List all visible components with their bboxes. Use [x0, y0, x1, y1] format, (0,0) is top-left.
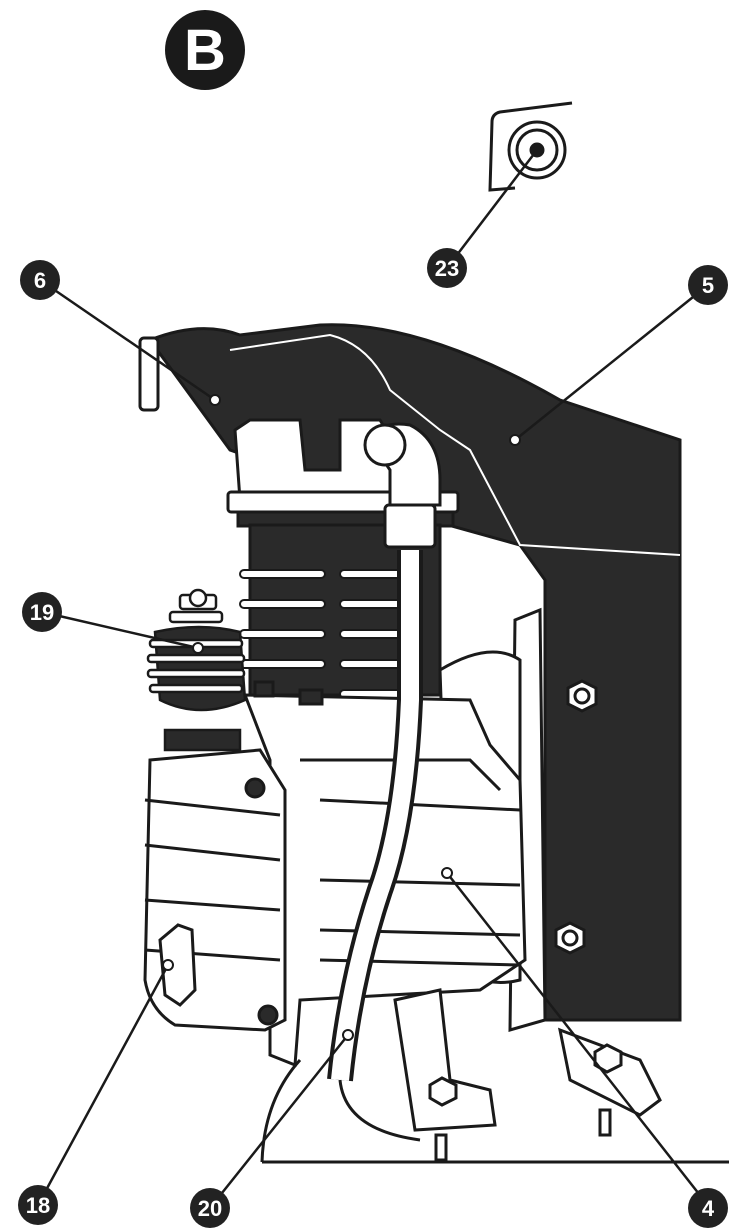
- callout-badge-23: 23: [427, 248, 467, 288]
- callout-badge-5: 5: [688, 265, 728, 305]
- svg-text:23: 23: [435, 256, 459, 281]
- figure-letter: B: [184, 18, 226, 83]
- delivery-tube: [327, 422, 442, 1142]
- figure-letter-badge: B: [165, 10, 245, 90]
- leader-dots: [162, 394, 521, 1041]
- svg-text:18: 18: [26, 1193, 50, 1218]
- leader-lines: [36, 149, 711, 1209]
- callout-badge-18: 18: [18, 1185, 58, 1225]
- callout-badge-4: 4: [688, 1188, 728, 1228]
- leader-line-18: [36, 964, 170, 1206]
- svg-text:20: 20: [198, 1196, 222, 1221]
- air-filter: [146, 588, 247, 752]
- bolt-lower: [554, 921, 586, 955]
- leader-line-6: [39, 278, 216, 402]
- svg-text:19: 19: [30, 600, 54, 625]
- pump-base-feet: [393, 988, 662, 1162]
- fitting-part-23: [488, 101, 573, 192]
- oil-drain-knob: [158, 923, 197, 1007]
- callout-badge-20: 20: [190, 1188, 230, 1228]
- callout-badge-19: 19: [22, 592, 62, 632]
- leader-line-19: [41, 610, 199, 650]
- leader-line-5: [514, 284, 709, 441]
- bolt-upper: [566, 679, 598, 713]
- callout-badge-6: 6: [20, 260, 60, 300]
- leader-line-23: [446, 149, 538, 269]
- belt-guard-shroud: [138, 323, 682, 1022]
- svg-text:4: 4: [702, 1196, 715, 1221]
- leader-line-20: [209, 1034, 349, 1209]
- leader-line-4: [446, 872, 711, 1209]
- tank-dome: [260, 1058, 729, 1164]
- svg-text:6: 6: [34, 268, 46, 293]
- svg-text:5: 5: [702, 273, 714, 298]
